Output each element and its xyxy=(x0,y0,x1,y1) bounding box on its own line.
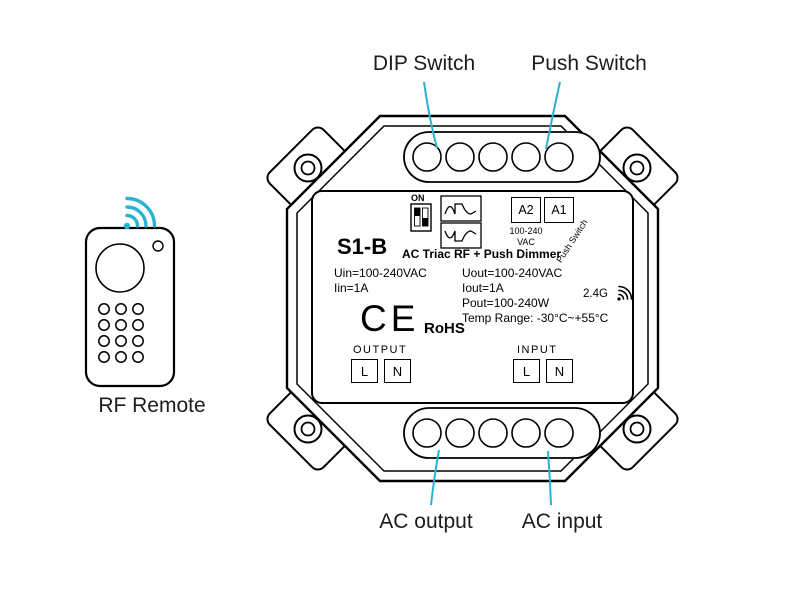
terminal-screw xyxy=(478,418,508,448)
input-terminal-n: N xyxy=(546,359,573,383)
push-voltage-line1: 100-240 xyxy=(509,226,543,236)
terminal-screw xyxy=(511,418,541,448)
output-terminal-l: L xyxy=(351,359,378,383)
remote-indicator xyxy=(152,240,164,252)
remote-button xyxy=(132,303,144,315)
spec-uout: Uout=100-240VAC xyxy=(462,266,563,280)
terminal-screw xyxy=(544,418,574,448)
spec-uin: Uin=100-240VAC xyxy=(334,266,427,280)
terminal-screw xyxy=(511,142,541,172)
input-block-label: INPUT xyxy=(517,344,558,356)
model-name: S1-B xyxy=(337,234,388,259)
terminal-screw xyxy=(412,142,442,172)
remote-dial xyxy=(95,243,145,293)
rf-band-label: 2.4G xyxy=(583,288,608,300)
terminal-a2: A2 xyxy=(511,197,541,223)
dip-toggle-1 xyxy=(414,208,420,216)
device-body xyxy=(266,114,679,483)
waveform-box-trailing xyxy=(440,195,482,222)
ac-input-leader-line xyxy=(547,450,552,506)
terminal-screw xyxy=(445,142,475,172)
remote-button xyxy=(132,351,144,363)
remote-button xyxy=(115,303,127,315)
remote-button xyxy=(98,351,110,363)
ac-input-label: AC input xyxy=(521,510,603,533)
trailing-edge-waveform-icon xyxy=(444,203,477,215)
leading-edge-waveform-icon xyxy=(444,230,477,242)
corner-screw-bottom-right xyxy=(622,414,652,444)
product-title: AC Triac RF + Push Dimmer xyxy=(402,247,562,261)
dip-toggle-2 xyxy=(422,218,428,226)
output-block-label: OUTPUT xyxy=(353,344,408,356)
top-terminal-screws xyxy=(412,142,574,172)
corner-screw-top-right xyxy=(622,153,652,183)
rf-signal-icon xyxy=(123,196,157,230)
terminal-screw xyxy=(445,418,475,448)
push-voltage-label: 100-240 VAC xyxy=(500,226,552,247)
terminal-a1: A1 xyxy=(544,197,574,223)
input-terminal-l: L xyxy=(513,359,540,383)
remote-button xyxy=(132,319,144,331)
spec-pout: Pout=100-240W xyxy=(462,296,550,310)
terminal-screw xyxy=(412,418,442,448)
spec-temp-range: Temp Range: -30°C~+55°C xyxy=(462,311,609,325)
push-voltage-line2: VAC xyxy=(517,236,535,247)
remote-button xyxy=(115,335,127,347)
waveform-box-leading xyxy=(440,222,482,249)
dip-switch-label: DIP Switch xyxy=(372,52,476,75)
label-panel xyxy=(311,190,634,404)
terminal-screw xyxy=(544,142,574,172)
ac-output-label: AC output xyxy=(379,510,473,533)
remote-button xyxy=(115,351,127,363)
leader-lines xyxy=(423,81,561,506)
wifi-icon xyxy=(617,285,633,301)
remote-button xyxy=(115,319,127,331)
terminal-screw xyxy=(478,142,508,172)
corner-screw-bottom-left xyxy=(293,414,323,444)
dip-switch-leader-line xyxy=(423,81,438,149)
remote-button xyxy=(98,319,110,331)
dip-switch-icon xyxy=(410,195,482,249)
corner-screw-top-left xyxy=(293,153,323,183)
remote-button xyxy=(98,335,110,347)
spec-iout: Iout=1A xyxy=(462,281,504,295)
bottom-terminal-screws xyxy=(412,418,574,448)
dip-on-label: ON xyxy=(411,193,425,203)
push-switch-leader-line xyxy=(545,81,561,150)
remote-button-grid xyxy=(98,303,144,363)
ce-mark: CE xyxy=(360,298,420,339)
push-switch-label: Push Switch xyxy=(531,52,647,75)
dip-switch-body xyxy=(410,203,432,232)
remote-button xyxy=(98,303,110,315)
rohs-mark: RoHS xyxy=(424,320,465,337)
ac-output-leader-line xyxy=(430,449,440,506)
rf-remote-label: RF Remote xyxy=(98,394,206,417)
remote-button xyxy=(132,335,144,347)
spec-iin: Iin=1A xyxy=(334,281,369,295)
output-terminal-n: N xyxy=(384,359,411,383)
rf-remote xyxy=(84,226,176,388)
